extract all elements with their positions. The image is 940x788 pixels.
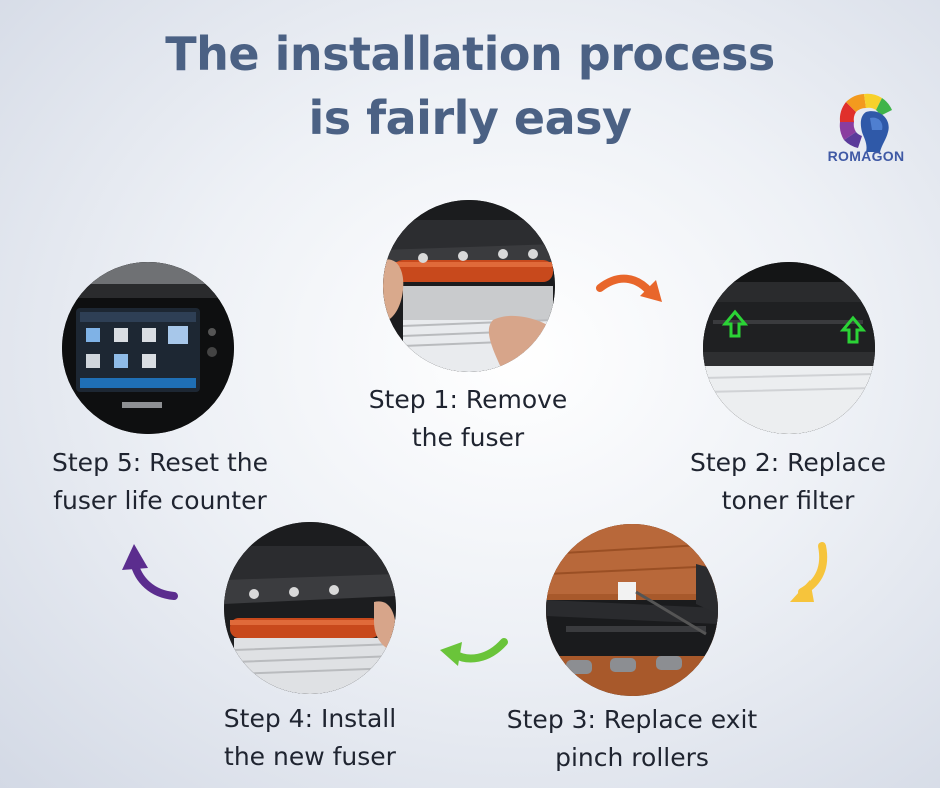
step-3-line-2: pinch rollers	[555, 743, 709, 772]
step-3-line-1: Step 3: Replace exit	[506, 705, 758, 734]
step-1-label: Step 1: Remove the fuser	[346, 381, 590, 457]
title-line-1: The installation process	[165, 27, 775, 81]
step-5-image	[62, 262, 234, 434]
page-title: The installation process is fairly easy	[0, 22, 940, 150]
curved-arrow-icon-yellow	[790, 542, 828, 602]
step-2-image	[703, 262, 875, 434]
step-4-label: Step 4: Install the new fuser	[196, 700, 424, 776]
step-5-line-2: fuser life counter	[53, 486, 267, 515]
step-4-image	[224, 522, 396, 694]
romagon-logo-icon	[839, 93, 892, 152]
logo-text: ROMAGON	[827, 148, 905, 164]
title-line-2: is fairly easy	[308, 91, 632, 145]
step-4-line-2: the new fuser	[224, 742, 396, 771]
step-3-image	[546, 524, 718, 696]
step-1-line-1: Step 1: Remove	[368, 385, 568, 414]
step-3-label: Step 3: Replace exit pinch rollers	[488, 701, 776, 777]
step-2-line-1: Step 2: Replace	[689, 448, 887, 477]
step-1-image	[383, 200, 555, 372]
step-2-line-2: toner filter	[721, 486, 855, 515]
step-5-line-1: Step 5: Reset the	[52, 448, 268, 477]
step-2-label: Step 2: Replace toner filter	[664, 444, 912, 520]
curved-arrow-icon-green	[440, 638, 508, 666]
step-1-line-2: the fuser	[411, 423, 525, 452]
step-4-line-1: Step 4: Install	[223, 704, 397, 733]
curved-arrow-icon-purple	[122, 544, 178, 600]
curved-arrow-icon-orange	[596, 274, 662, 302]
step-5-label: Step 5: Reset the fuser life counter	[26, 444, 294, 520]
